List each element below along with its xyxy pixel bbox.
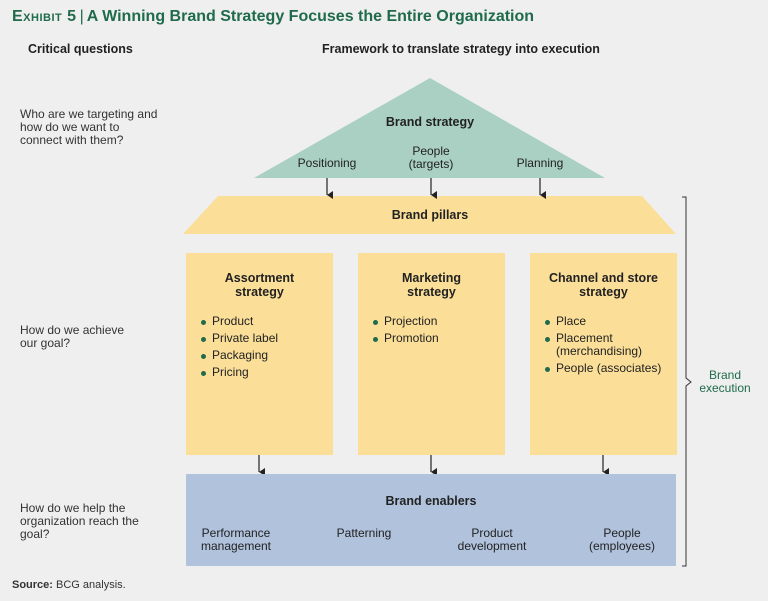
people-targets-label: People (targets) [408, 144, 454, 171]
framework-heading: Framework to translate strategy into exe… [322, 42, 600, 56]
list-item: Packaging [200, 349, 278, 362]
source-label: Source: [12, 579, 53, 591]
title-text: A Winning Brand Strategy Focuses the Ent… [86, 8, 535, 25]
assortment-strategy-list: Product Private label Packaging Pricing [200, 315, 278, 383]
channel-store-strategy-pillar: Channel and store strategy Place Placeme… [530, 253, 677, 455]
source-text: BCG analysis. [56, 579, 126, 591]
brand-enablers-foundation: Brand enablers Performance management Pa… [186, 474, 676, 566]
list-item: Pricing [200, 366, 278, 379]
exhibit-number: Exhibit 5 [12, 8, 77, 25]
brand-pillars-title: Brand pillars [391, 208, 469, 222]
list-item: Private label [200, 332, 278, 345]
list-item: Projection [372, 315, 439, 328]
list-item: Promotion [372, 332, 439, 345]
list-item: People (associates) [544, 362, 670, 375]
exhibit-title: Exhibit 5|A Winning Brand Strategy Focus… [12, 8, 534, 26]
enabler-performance-management: Performance management [200, 526, 272, 553]
marketing-strategy-pillar: Marketing strategy Projection Promotion [358, 253, 505, 455]
brand-enablers-title: Brand enablers [385, 494, 477, 508]
channel-store-strategy-title: Channel and store strategy [548, 271, 659, 299]
enabler-patterning: Patterning [336, 526, 392, 540]
channel-store-strategy-list: Place Placement (merchandising) People (… [544, 315, 670, 379]
list-item: Place [544, 315, 670, 328]
brand-execution-bracket [682, 196, 692, 567]
list-item: Placement (merchandising) [544, 332, 670, 358]
question-targeting: Who are we targeting and how do we want … [20, 107, 158, 147]
list-item: Product [200, 315, 278, 328]
brand-strategy-roof [254, 78, 605, 178]
brand-execution-label: Brand execution [699, 368, 751, 395]
enabler-product-development: Product development [457, 526, 527, 553]
question-help-organization: How do we help the organization reach th… [20, 501, 139, 541]
marketing-strategy-list: Projection Promotion [372, 315, 439, 349]
source-note: Source: BCG analysis. [12, 579, 126, 591]
title-separator: | [79, 8, 84, 25]
assortment-strategy-title: Assortment strategy [224, 271, 295, 299]
critical-questions-heading: Critical questions [28, 42, 133, 56]
brand-pillars-band [183, 196, 676, 234]
positioning-label: Positioning [297, 156, 357, 170]
marketing-strategy-title: Marketing strategy [401, 271, 462, 299]
brand-strategy-title: Brand strategy [385, 115, 475, 129]
enabler-people-employees: People (employees) [588, 526, 656, 553]
planning-label: Planning [516, 156, 564, 170]
assortment-strategy-pillar: Assortment strategy Product Private labe… [186, 253, 333, 455]
question-achieve-goal: How do we achieve our goal? [20, 323, 125, 350]
